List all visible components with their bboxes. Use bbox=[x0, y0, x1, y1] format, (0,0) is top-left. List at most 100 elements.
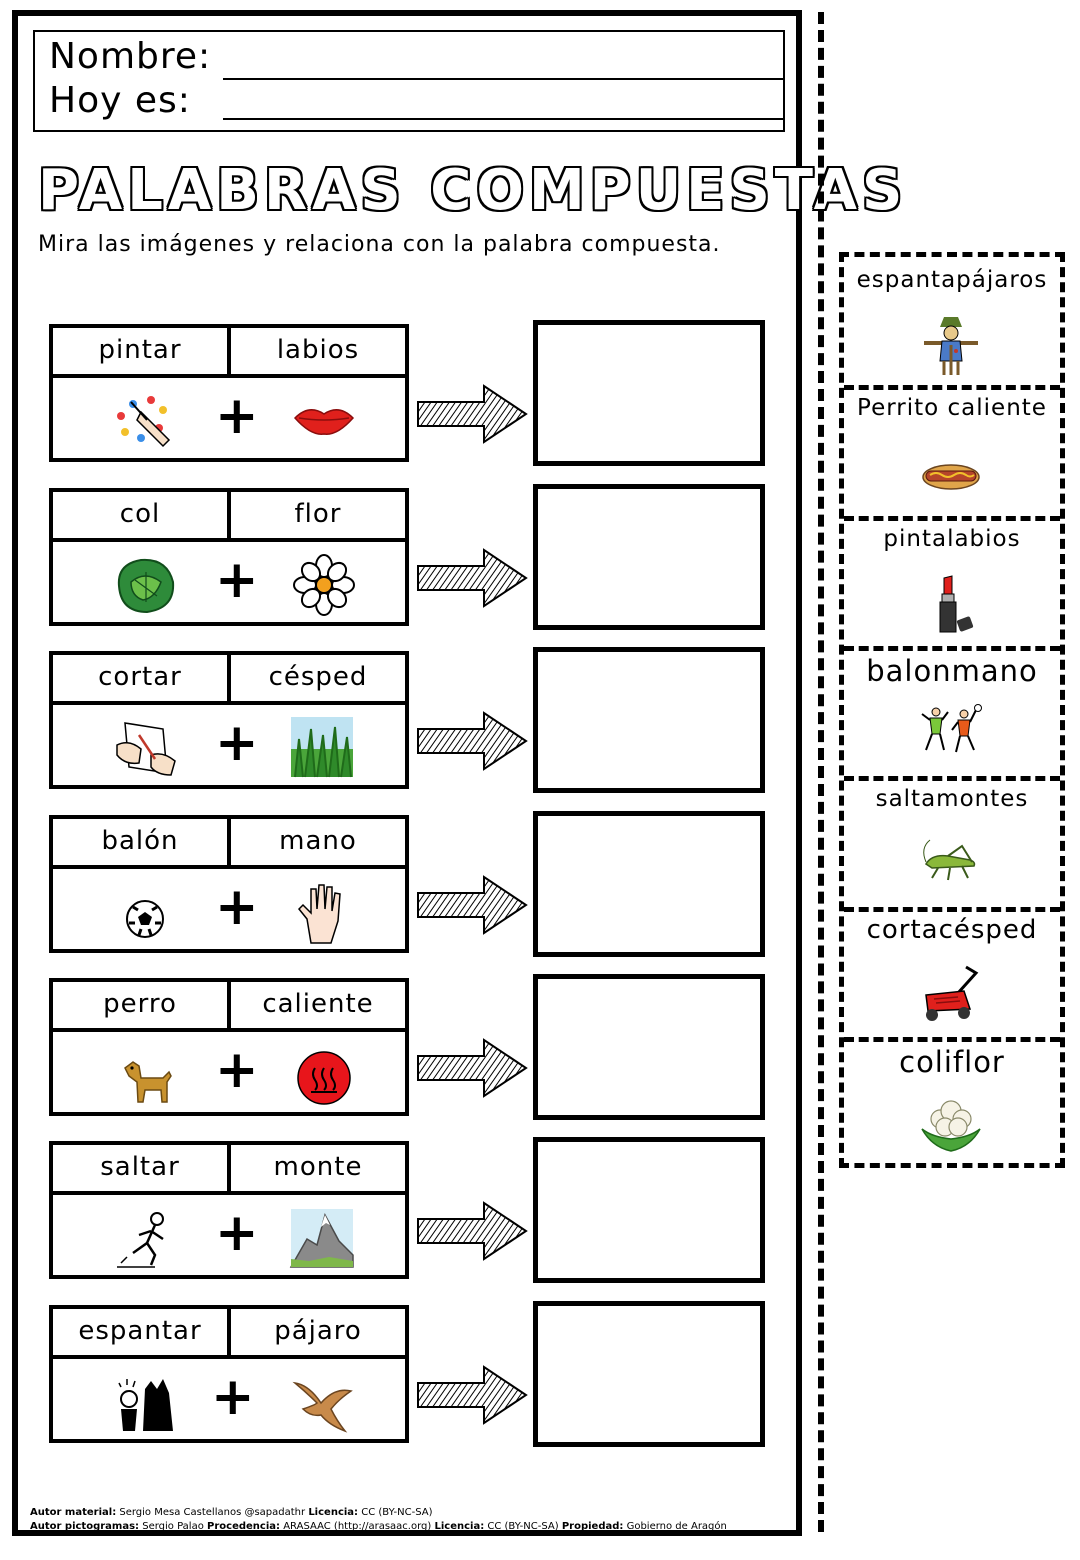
credit-value: Sergio Mesa Castellanos @sapadathr bbox=[119, 1507, 306, 1518]
daisy-flower-icon bbox=[293, 554, 355, 616]
word-b: mano bbox=[279, 826, 357, 856]
card-separator bbox=[844, 646, 1060, 651]
hand-icon bbox=[297, 884, 341, 944]
card-separator bbox=[844, 516, 1060, 521]
word-a: espantar bbox=[53, 1309, 231, 1355]
row-divider bbox=[53, 1028, 405, 1032]
plus-sign: + bbox=[215, 386, 259, 446]
credit-value: Sergio Palao bbox=[142, 1521, 204, 1532]
row-divider bbox=[53, 1355, 405, 1359]
jumping-person-icon bbox=[117, 1212, 164, 1268]
word-card[interactable]: Perrito caliente bbox=[844, 385, 1060, 516]
instructions: Mira las imágenes y relaciona con la pal… bbox=[38, 232, 721, 257]
answer-box[interactable] bbox=[533, 1301, 765, 1447]
hot-dog-icon bbox=[922, 464, 980, 490]
scaring-figure-icon bbox=[118, 1379, 173, 1431]
scarecrow-icon bbox=[924, 317, 978, 375]
word-pair-box: cortar césped + bbox=[49, 651, 409, 789]
cauliflower-icon bbox=[921, 1100, 981, 1152]
word-card[interactable]: saltamontes bbox=[844, 776, 1060, 907]
date-line bbox=[223, 118, 783, 120]
credit-key: Autor material: bbox=[30, 1507, 117, 1518]
arrow-icon bbox=[417, 711, 528, 771]
grass-icon bbox=[291, 717, 353, 778]
exercise-row: pintar labios + bbox=[0, 320, 800, 466]
grasshopper-icon bbox=[923, 839, 976, 881]
word-card[interactable]: coliflor bbox=[844, 1037, 1060, 1168]
card-word: saltamontes bbox=[875, 786, 1029, 812]
card-word: espantapájaros bbox=[856, 267, 1048, 293]
lipstick-icon bbox=[939, 575, 974, 633]
word-a: cortar bbox=[53, 655, 231, 701]
row-divider bbox=[53, 1191, 405, 1195]
plus-sign: + bbox=[211, 1367, 255, 1427]
word-card[interactable]: espantapájaros bbox=[844, 257, 1060, 388]
word-card[interactable]: cortacésped bbox=[844, 907, 1060, 1038]
row-divider bbox=[53, 701, 405, 705]
card-separator bbox=[844, 907, 1060, 912]
arrow-icon bbox=[417, 1201, 528, 1261]
word-card[interactable]: pintalabios bbox=[844, 516, 1060, 647]
card-separator bbox=[844, 385, 1060, 390]
credits-footer: Autor material: Sergio Mesa Castellanos … bbox=[30, 1506, 727, 1534]
name-label: Nombre: bbox=[49, 36, 212, 77]
word-pair-box: perro caliente + bbox=[49, 978, 409, 1116]
answer-box[interactable] bbox=[533, 1137, 765, 1283]
plus-sign: + bbox=[215, 1040, 259, 1100]
mountain-icon bbox=[289, 1209, 354, 1268]
answer-box[interactable] bbox=[533, 974, 765, 1120]
credit-key: Licencia: bbox=[308, 1507, 359, 1518]
row-divider bbox=[53, 374, 405, 378]
word-pair-box: pintar labios + bbox=[49, 324, 409, 462]
word-card[interactable]: balonmano bbox=[844, 646, 1060, 777]
credit-value: Gobierno de Aragón bbox=[626, 1521, 727, 1532]
card-separator bbox=[844, 776, 1060, 781]
credit-key: Propiedad: bbox=[561, 1521, 624, 1532]
word-pair-box: saltar monte + bbox=[49, 1141, 409, 1279]
answer-box[interactable] bbox=[533, 647, 765, 793]
credit-value: CC (BY-NC-SA) bbox=[361, 1507, 433, 1518]
date-label: Hoy es: bbox=[49, 80, 191, 121]
credits-line-2: Autor pictogramas: Sergio Palao Proceden… bbox=[30, 1520, 727, 1534]
answer-box[interactable] bbox=[533, 484, 765, 630]
word-cards-panel: espantapájaros Perrito caliente pintalab… bbox=[839, 252, 1065, 1168]
word-b: flor bbox=[294, 499, 342, 529]
bird-icon bbox=[292, 1381, 353, 1433]
exercise-row: col flor + bbox=[0, 484, 800, 630]
word-pair-box: espantar pájaro + bbox=[49, 1305, 409, 1443]
word-b: labios bbox=[276, 335, 360, 365]
painting-hand-icon bbox=[117, 396, 171, 448]
credit-key: Autor pictogramas: bbox=[30, 1521, 140, 1532]
credit-value: ARASAAC (http://arasaac.org) bbox=[283, 1521, 432, 1532]
arrow-icon bbox=[417, 1038, 528, 1098]
cabbage-icon bbox=[117, 558, 175, 614]
row-divider bbox=[53, 865, 405, 869]
credit-key: Procedencia: bbox=[207, 1521, 281, 1532]
handball-players-icon bbox=[921, 704, 982, 753]
exercise-row: perro caliente + bbox=[0, 974, 800, 1120]
word-a: pintar bbox=[53, 328, 231, 374]
word-pair-box: balón mano + bbox=[49, 815, 409, 953]
word-b: monte bbox=[273, 1152, 363, 1182]
plus-sign: + bbox=[215, 550, 259, 610]
word-pair-box: col flor + bbox=[49, 488, 409, 626]
lips-icon bbox=[293, 409, 355, 435]
arrow-icon bbox=[417, 384, 528, 444]
answer-box[interactable] bbox=[533, 320, 765, 466]
exercise-row: cortar césped + bbox=[0, 647, 800, 793]
arrow-icon bbox=[417, 875, 528, 935]
row-divider bbox=[53, 538, 405, 542]
plus-sign: + bbox=[215, 713, 259, 773]
card-word: balonmano bbox=[866, 654, 1038, 688]
hot-symbol-icon bbox=[297, 1051, 351, 1105]
plus-sign: + bbox=[215, 877, 259, 937]
word-b: pájaro bbox=[274, 1316, 362, 1346]
credit-key: Licencia: bbox=[434, 1521, 485, 1532]
card-word: coliflor bbox=[899, 1045, 1005, 1079]
card-word: pintalabios bbox=[883, 526, 1021, 552]
card-separator bbox=[844, 1037, 1060, 1042]
worksheet-frame bbox=[12, 10, 802, 1536]
dog-icon bbox=[124, 1061, 172, 1103]
answer-box[interactable] bbox=[533, 811, 765, 957]
word-a: balón bbox=[53, 819, 231, 865]
